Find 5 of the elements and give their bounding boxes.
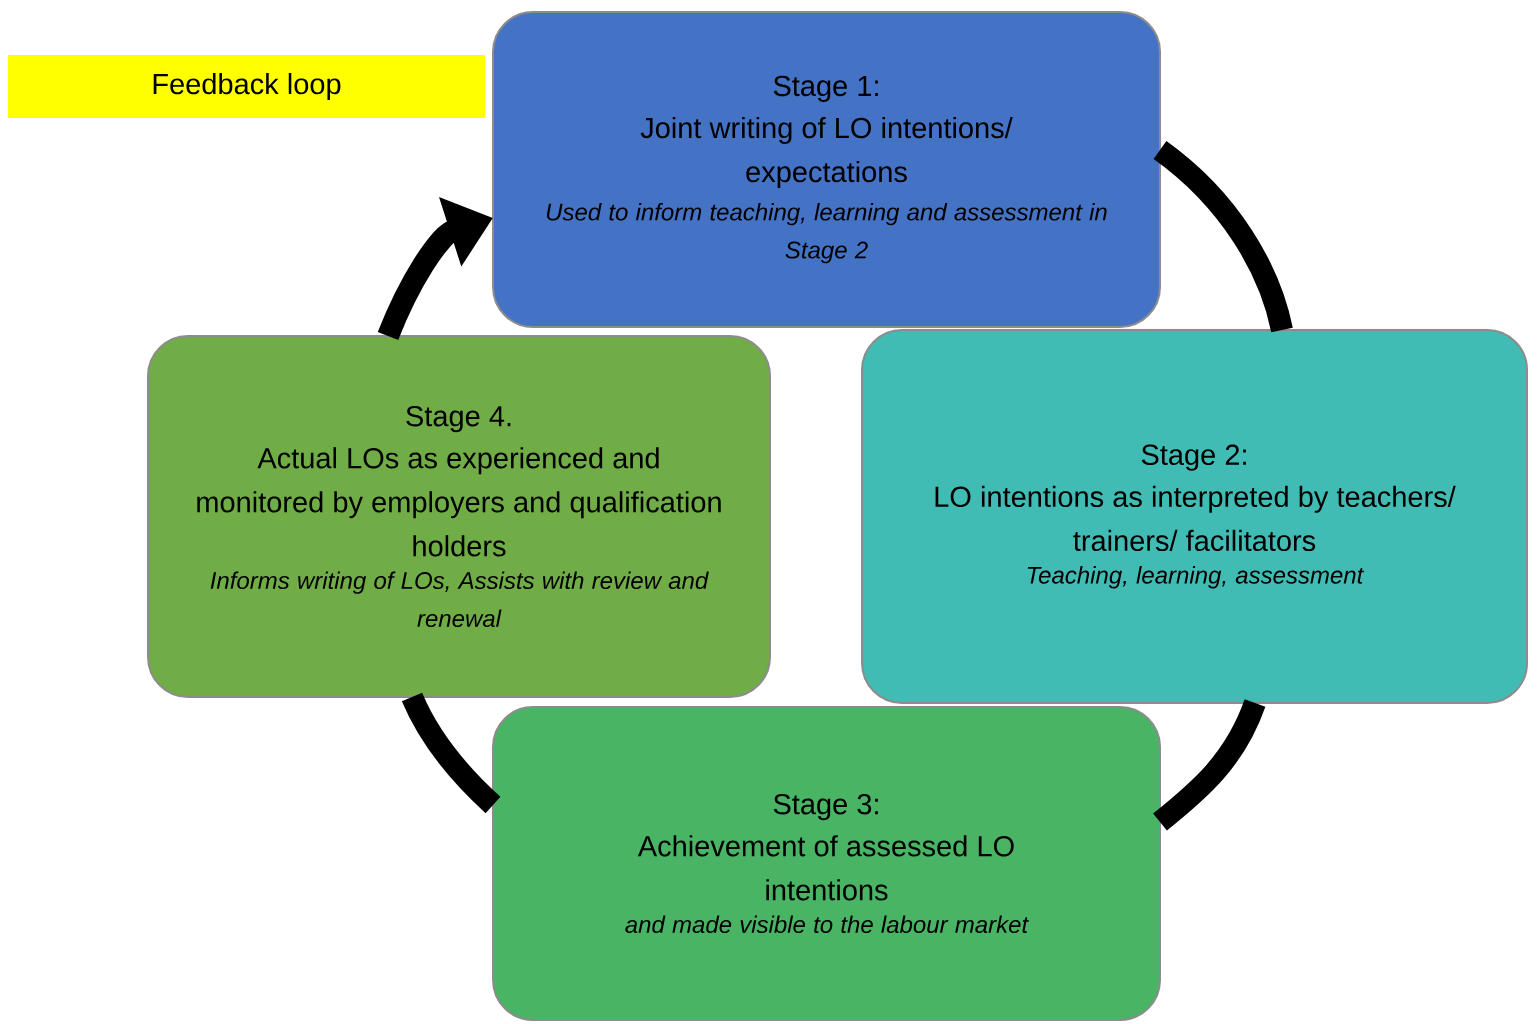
stage-box: Stage 1: Joint writing of LO intentions/ expectations Used to inform teaching, learning and assessment in Stage 2 [492, 11, 1161, 328]
stage-box: Stage 4. Actual LOs as experienced and monitored by employers and qualification holders Informs writing of LOs, Assists with review and renewal [147, 335, 771, 698]
stage-box: Stage 3: Achievement of assessed LO intentions and made visible to the labour market [492, 706, 1161, 1021]
label-box: Feedback loop [8, 55, 485, 118]
stage-box: Stage 2: LO intentions as interpreted by teachers/ trainers/ facilitators Teaching, learning, assessment [861, 329, 1528, 704]
